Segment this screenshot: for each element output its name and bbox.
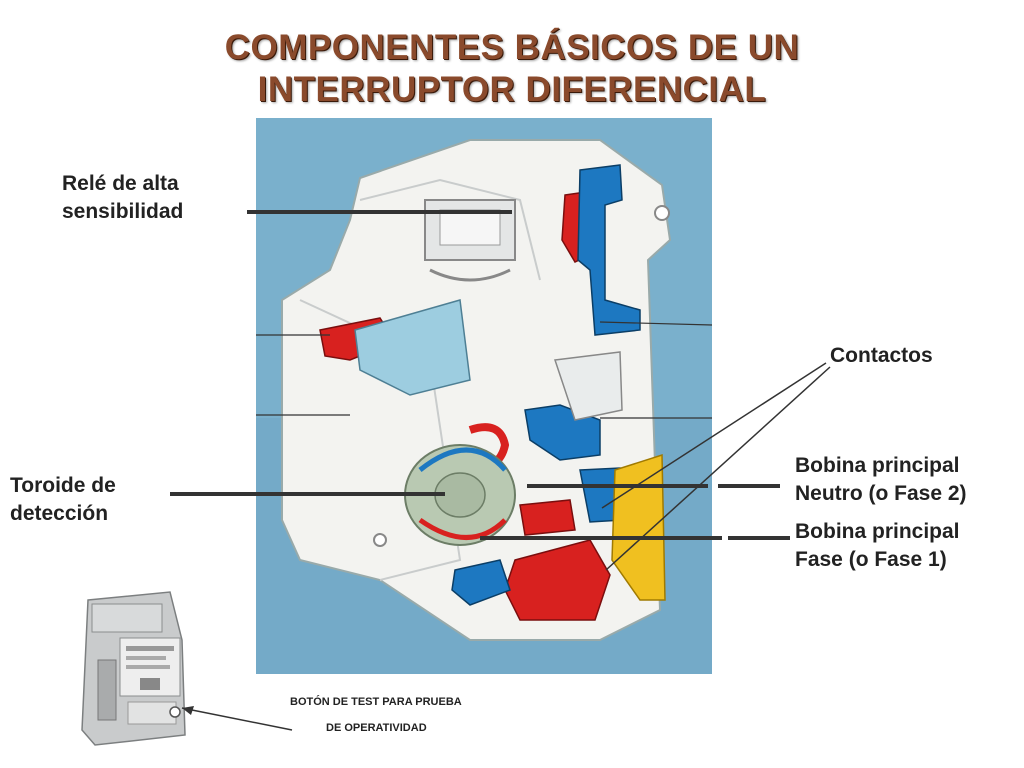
label-contactos: Contactos [830, 344, 933, 367]
label-bobina-fase-line-2: Fase (o Fase 1) [795, 548, 947, 571]
label-bobina-neutro-line-2: Neutro (o Fase 2) [795, 482, 967, 505]
slide-title-line-2: INTERRUPTOR DIFERENCIAL [257, 70, 767, 109]
label-test-button-line-2: DE OPERATIVIDAD [326, 722, 427, 734]
label-rele-line-2: sensibilidad [62, 200, 184, 223]
device-photo [81, 591, 186, 746]
blue-upper-conductor [577, 164, 641, 336]
label-rele-line-1: Relé de alta [62, 172, 179, 195]
slide-title-line-1: COMPONENTES BÁSICOS DE UN [224, 28, 800, 67]
label-toroide-line-1: Toroide de [10, 474, 116, 497]
pointer-contactos-1 [601, 362, 827, 509]
yellow-part [611, 453, 666, 601]
label-bobina-fase-line-1: Bobina principal [795, 520, 960, 543]
label-toroide-line-2: detección [10, 502, 109, 525]
blue-lower-conductor [451, 559, 511, 606]
pointer-test-button [181, 707, 293, 731]
label-test-button-line-1: BOTÓN DE TEST PARA PRUEBA [290, 696, 462, 708]
pointer-contactos-2 [605, 366, 831, 571]
label-bobina-neutro-line-1: Bobina principal [795, 454, 960, 477]
